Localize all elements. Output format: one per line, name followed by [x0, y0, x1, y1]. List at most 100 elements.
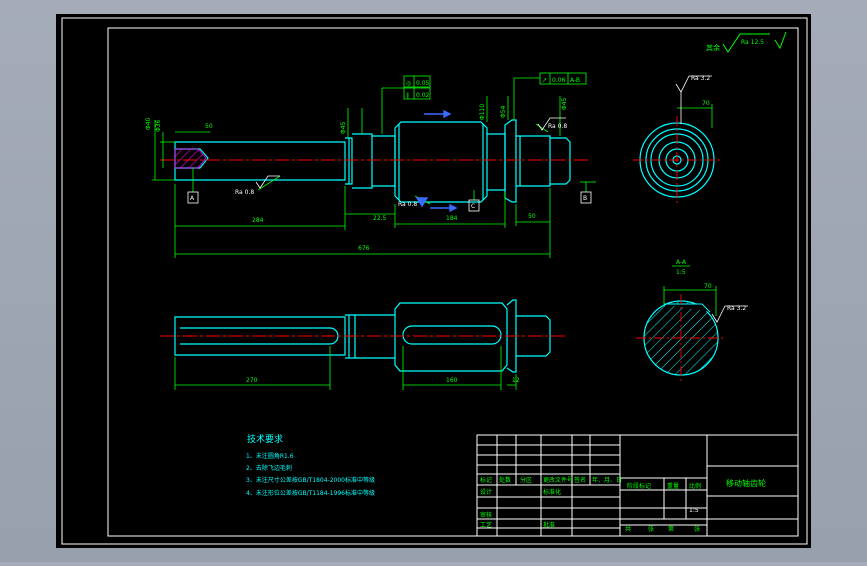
corner-roughness-label: 其余 [706, 43, 720, 52]
view2-dimensions [174, 346, 517, 390]
tb-sheet: 第 [668, 525, 674, 533]
tech-req-item: 2、去除飞边毛刺 [246, 464, 292, 472]
tolerance-symbol: ◎ [406, 80, 411, 87]
section-label: A-A [676, 259, 687, 266]
view2-dimension-text: 270 160 12 [246, 377, 520, 384]
roughness-symbol [722, 33, 770, 53]
datum-box [468, 199, 480, 212]
tb-header: 签名 [574, 476, 586, 484]
tolerance-value: 0.06 [552, 77, 566, 84]
arrow-head [443, 109, 452, 119]
technical-requirements: 技术要求 1、未注圆角R1.6 2、去除飞边毛刺 3、未注尺寸公差按GB/T18… [246, 433, 375, 497]
left-journal [174, 316, 346, 356]
tb-header: 处数 [499, 476, 511, 484]
tb-designer: 设计 [480, 488, 492, 496]
section-scale: 1:5 [676, 269, 686, 276]
outer-frame [61, 17, 808, 545]
tb-stage: 阶段标记 [627, 482, 651, 490]
end-view-dim: 70 [702, 100, 710, 107]
right-journal [516, 315, 551, 357]
right-end [550, 137, 571, 185]
inner-frame [107, 27, 799, 537]
tolerance-frame [539, 72, 587, 85]
roughness-callout: Ra 3.2 [691, 75, 710, 82]
datum-box [580, 191, 592, 204]
tb-ratio-value: 1:5 [689, 507, 699, 514]
corner-roughness: 其余 Ra 12.5 [706, 31, 787, 53]
main-roughness: Ra 0.8 Ra 0.8 Ra 0.8 [235, 117, 567, 208]
section-dim: 70 [704, 283, 712, 290]
dim-text: 50 [528, 213, 536, 220]
tolerance-frame [403, 75, 431, 88]
section-annotation [663, 286, 717, 316]
dim-text: Φ45 [561, 97, 568, 110]
main-dimensions [152, 77, 596, 258]
dim-text: Φ45 [340, 121, 347, 134]
tolerance-frame [403, 87, 431, 100]
tolerance-frame-group: ◎ 0.05 ∥ 0.02 ↗ 0.06 A-B [403, 72, 587, 100]
roughness-callout: Ra 0.8 [235, 189, 254, 196]
roughness-symbol [675, 75, 712, 93]
dim-text: Φ54 [500, 105, 507, 118]
tb-process: 工艺 [480, 521, 492, 529]
tolerance-value: 0.02 [416, 92, 430, 99]
main-dimension-text: Φ40 Φ36 Φ45 Φ110 Φ54 Φ45 50 284 676 22.5… [145, 97, 568, 252]
tb-sheet: 共 [625, 525, 631, 533]
section-view [636, 294, 726, 382]
tb-header: 更改文件号 [543, 476, 573, 484]
right-journal [516, 135, 551, 187]
tolerance-datum: A-B [570, 77, 580, 84]
dim-text: Φ110 [479, 104, 486, 120]
roughness-callout: Ra 3.2 [727, 305, 746, 312]
tb-header: 年、月、日 [592, 476, 622, 484]
leader [257, 175, 281, 191]
datum-label: A [190, 195, 195, 202]
corner-roughness-value: Ra 12.5 [741, 39, 764, 46]
tb-ratio: 比例 [689, 482, 701, 490]
bore-hatch [174, 148, 207, 169]
tolerance-symbol: ↗ [542, 77, 547, 84]
dim-text: 22.5 [373, 215, 387, 222]
roughness-callout: Ra 0.8 [548, 123, 567, 130]
dim-text: 184 [446, 215, 458, 222]
tech-req-item: 3、未注尺寸公差按GB/T1804-2000标准中等级 [246, 476, 375, 484]
tb-standard: 标准化 [543, 488, 561, 496]
tolerance-value: 0.05 [416, 80, 430, 87]
end-view-annotation [677, 104, 713, 128]
keyway-2 [402, 325, 502, 345]
end-view-centerlines [633, 116, 721, 204]
roughness-callout: Ra 0.8 [398, 201, 417, 208]
dim-text: Φ40 [145, 117, 152, 130]
datum-label: C [471, 203, 475, 210]
tech-req-item: 1、未注圆角R1.6 [246, 452, 294, 460]
tb-header: 标记 [480, 476, 492, 484]
tb-header: 分区 [520, 476, 532, 484]
dim-text: 676 [358, 245, 370, 252]
dim-text: 270 [246, 377, 258, 384]
datum-boxes: A C B [187, 191, 592, 212]
dim-text: 160 [446, 377, 458, 384]
datum-box [187, 191, 199, 204]
dim-text: 12 [512, 377, 520, 384]
roughness-symbol [537, 117, 566, 131]
title-block [476, 434, 799, 537]
gear-body [394, 302, 508, 372]
arrow-head [449, 203, 458, 213]
blue-symbols [415, 109, 458, 213]
tb-sheet: 张 [648, 525, 654, 533]
section-keyway [664, 303, 711, 313]
tech-req-title: 技术要求 [247, 433, 283, 445]
roughness-symbol [711, 305, 748, 323]
keyway-1 [180, 327, 339, 345]
tb-weight: 重量 [667, 482, 679, 490]
tolerance-symbol: ∥ [406, 92, 409, 99]
roughness-triangle [415, 197, 429, 208]
leader [535, 123, 549, 133]
tech-req-item: 4、未注形位公差按GB/T1184-1996标准中等级 [246, 489, 375, 497]
title-block-text: 标记 处数 分区 更改文件号 签名 年、月、日 设计 标准化 审核 工艺 批准 … [480, 476, 766, 533]
roughness-symbol [774, 31, 787, 50]
model-space [56, 14, 811, 548]
shaft-top-view [174, 299, 551, 373]
